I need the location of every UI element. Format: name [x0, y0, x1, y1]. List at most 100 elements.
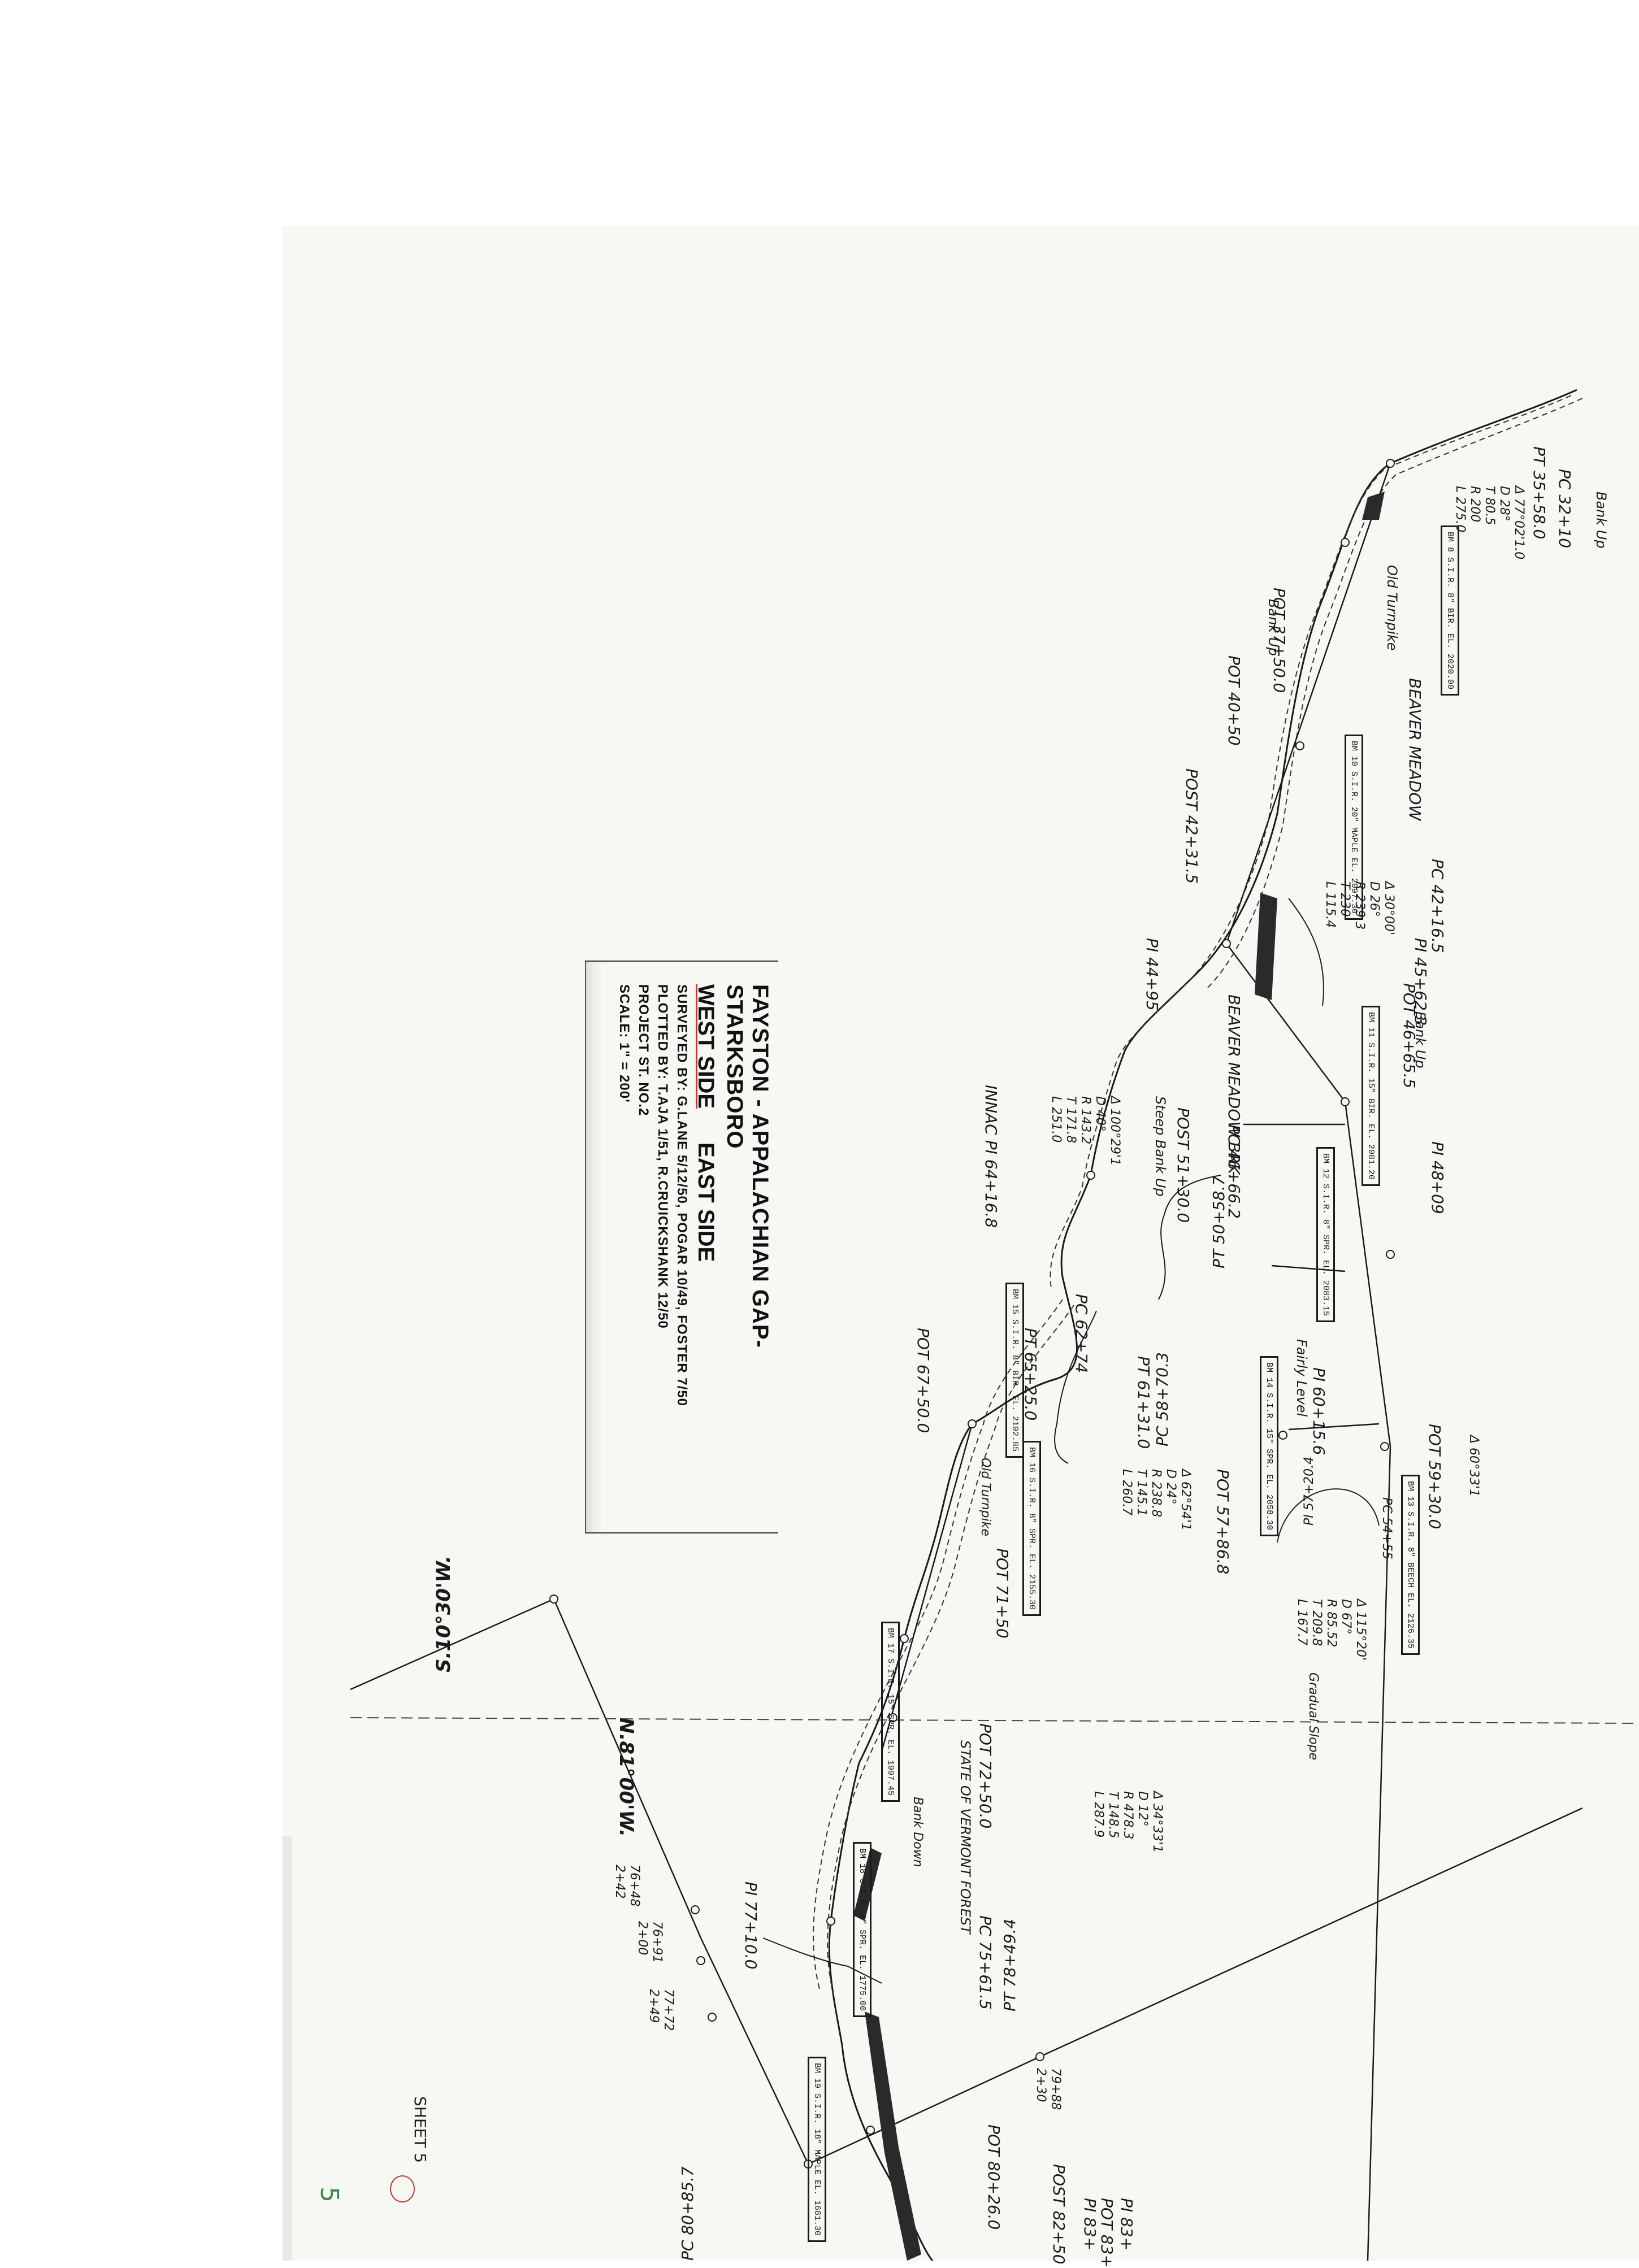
place-note: Bank Up	[1412, 1011, 1428, 1068]
grid-line	[350, 1717, 1639, 1724]
station-label: PC 54+55	[1380, 1497, 1394, 1560]
station-label: POT 57+86.8	[1213, 1469, 1232, 1575]
title-sides: WEST SIDE EAST SIDE	[693, 984, 718, 1504]
station-label: INNAC PI 64+16.8	[982, 1085, 1000, 1228]
title-text-group: FAYSTON - APPALACHIAN GAP-STARKSBORO WES…	[616, 984, 773, 1504]
sheet-number-green: 5	[315, 2187, 344, 2202]
station-markers	[549, 459, 1395, 2169]
place-note: Bank Up	[1593, 492, 1609, 549]
station-label: PI 44+95	[1143, 938, 1161, 1011]
tangent-3	[1344, 1101, 1391, 1447]
hatch-1	[1362, 492, 1385, 520]
title-line-1: FAYSTON - APPALACHIAN GAP-STARKSBORO	[722, 984, 773, 1348]
place-note: Gradual Slope	[1306, 1672, 1320, 1761]
bench-mark: BM 16 S.I.R. 8" SPR. EL. 2155.30	[1022, 1441, 1041, 1617]
place-note: STATE OF VERMONT FOREST	[957, 1740, 973, 1934]
bench-mark: BM 18 S.I.R. 6" SPR. EL. 1775.00	[853, 1842, 871, 2018]
station-label: POST 82+50	[1050, 2164, 1068, 2265]
project-number: PROJECT ST. NO.2	[636, 984, 651, 1116]
section-line	[350, 1717, 1639, 1724]
place-note: BEAVER MEADOW BRK.	[1225, 994, 1243, 1179]
hatch-4	[865, 2011, 921, 2261]
bench-mark: BM 19 S.I.R. 18" MAPLE EL. 1681.30	[808, 2057, 826, 2243]
station-label: PI 48+09	[1428, 1141, 1447, 1214]
sheet-number-circle	[390, 2175, 415, 2202]
bearing-south: S.10°30'W.	[432, 1556, 455, 1672]
stream-1	[1158, 1175, 1221, 1300]
plotted-by: PLOTTED BY: T.AJA 1/51, R.CRUICKSHANK 12…	[655, 984, 670, 1329]
station-label: PC 75+61.5	[976, 1915, 995, 2010]
station-label: POST 42+31.5	[1182, 768, 1201, 884]
place-note: Old Turnpike	[978, 1458, 992, 1536]
curve-data: Δ 60°33'1	[1467, 1435, 1481, 1497]
bearing-line-west	[350, 1598, 554, 1691]
bearing-line-north	[700, 1937, 809, 2165]
bearing-line-south	[553, 1598, 702, 1939]
stream-lines	[762, 1175, 1221, 1984]
bench-mark: BM 12 S.I.R. 8" SPR. EL. 2083.15	[1316, 1147, 1335, 1323]
offset-1	[1271, 1265, 1346, 1272]
bench-mark: BM 14 S.I.R. 15" SPR. EL. 2058.30	[1260, 1356, 1278, 1537]
station-label: PI 83+	[1117, 2198, 1136, 2251]
tangent-2	[1226, 943, 1346, 1102]
station-label: POT 67+50.0	[914, 1328, 933, 1433]
station-label: PC 32+10	[1555, 469, 1574, 549]
bench-mark: BM 10 S.I.R. 20" MAPLE EL. 2097.30	[1345, 735, 1363, 920]
old-turnpike-dashed-1	[1050, 395, 1572, 1289]
station-label: POT 83+	[1098, 2198, 1116, 2268]
place-note: Fairly Level	[1294, 1339, 1310, 1417]
east-side-label: EAST SIDE	[693, 1142, 718, 1262]
tangent-1	[1225, 463, 1391, 944]
hatch-3	[853, 1848, 882, 1921]
curve-arc-2	[1288, 898, 1324, 1006]
old-turnpike	[813, 395, 1583, 1995]
drawing-paper	[283, 226, 1639, 2261]
curves	[1277, 898, 1380, 1543]
title-block: FAYSTON - APPALACHIAN GAP-STARKSBORO WES…	[585, 961, 778, 1533]
place-note: Bank Down	[910, 1797, 925, 1867]
station-label: PC 80+85.7	[678, 2166, 697, 2261]
place-note: Steep Bank Up	[1152, 1096, 1168, 1197]
old-turnpike-dashed-4	[827, 1305, 1074, 1995]
station-label: POT 59+30.0	[1425, 1424, 1444, 1530]
place-note: Old Turnpike	[1384, 565, 1400, 651]
station-label: POT 71+50	[993, 1548, 1012, 1639]
station-label: PT 61+31.0	[1134, 1356, 1153, 1449]
paper-edge	[283, 1836, 292, 2261]
bench-mark: BM 8 S.I.R. 8" BIR. EL. 2020.00	[1441, 525, 1459, 696]
west-side-label: WEST SIDE	[693, 984, 718, 1109]
alignment-line	[828, 389, 1577, 2261]
hatch-2	[1255, 893, 1277, 1000]
tangent-lines	[350, 463, 1583, 2261]
station-label: PI 60+15.6	[1310, 1367, 1328, 1455]
sheet-label: SHEET 5	[411, 2096, 430, 2163]
curve-arc-1	[1277, 1488, 1380, 1543]
long-tangent	[1039, 1807, 1583, 2058]
stream-3	[762, 1937, 882, 1984]
station-label: PI 77+10.0	[742, 1882, 760, 1970]
tie-line	[808, 2056, 1040, 2165]
old-turnpike-dashed-2	[1206, 398, 1583, 989]
station-label: POT 72+50.0	[976, 1723, 995, 1829]
station-label: PC 62+74	[1072, 1294, 1091, 1374]
station-label: POST 51+30.0	[1174, 1107, 1193, 1223]
tangent-6	[881, 1423, 973, 1752]
bench-mark: BM 15 S.I.R. 8" BIR. EL. 2102.85	[1005, 1283, 1024, 1458]
place-note: Bank Up	[1265, 599, 1281, 656]
bench-mark: BM 13 S.I.R. 8" BEECH EL. 2126.35	[1401, 1475, 1420, 1656]
road-centerline	[828, 389, 1577, 2261]
place-note: BEAVER MEADOW	[1406, 678, 1424, 821]
bearing-north: N.81°00'W.	[615, 1718, 638, 1837]
station-label: PI 83+	[1081, 2198, 1099, 2251]
station-label: PI 57+20.4	[1302, 1456, 1316, 1526]
station-label: PT 50+58.7	[1209, 1175, 1228, 1268]
